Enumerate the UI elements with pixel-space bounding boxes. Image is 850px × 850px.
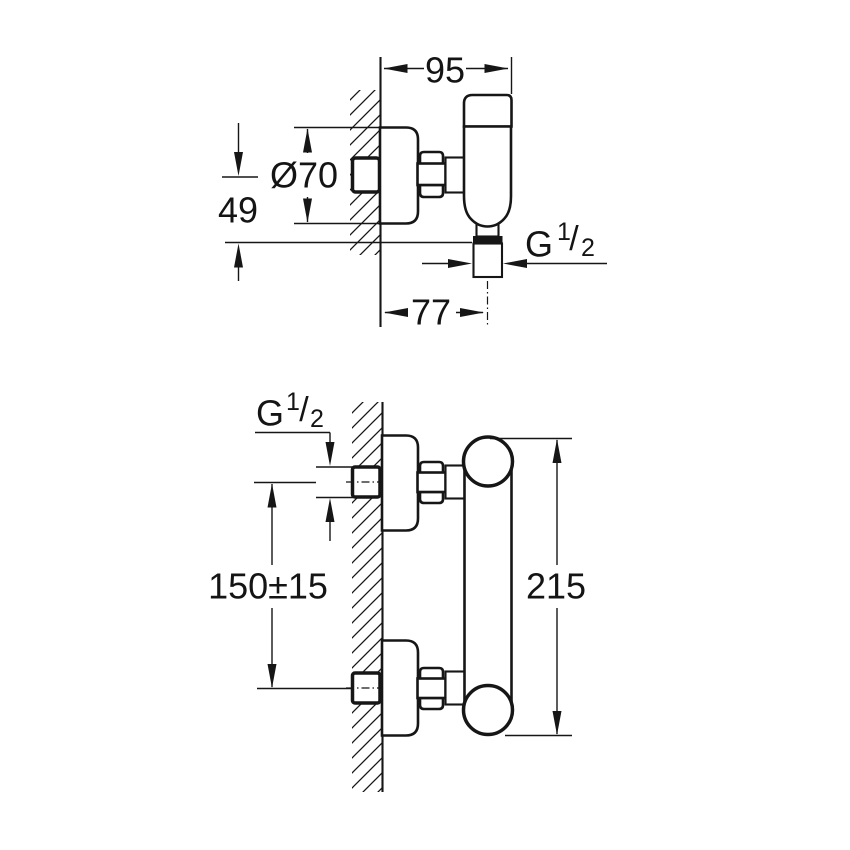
hex-nut-bottom: [416, 666, 447, 711]
valve-body: [462, 125, 513, 228]
outlet-collar: [473, 236, 503, 244]
arrowhead-up: [303, 128, 312, 153]
hex-nut-middle-facet: [416, 162, 447, 187]
arrowhead-down: [234, 152, 243, 176]
hex-nut-top-facet: [418, 666, 445, 681]
dim-label-150: 150±15: [208, 566, 328, 607]
dim-label-diameter-70: Ø70: [270, 155, 338, 196]
hex-nut-middle-facet: [416, 677, 447, 700]
arrowhead-down: [552, 711, 562, 735]
dim-diameter-70: Ø70: [270, 126, 380, 225]
body-connector-top: [444, 464, 466, 500]
escutcheon: [378, 126, 420, 225]
dim-label-215: 215: [526, 566, 586, 607]
wall-union-connector: [350, 156, 382, 194]
arrowhead-right: [448, 259, 472, 268]
hex-nut-top-facet: [418, 460, 445, 475]
hex-nut-bottom-facet: [418, 183, 445, 199]
body-column-fill: [464, 461, 512, 710]
dim-label-49: 49: [218, 190, 258, 231]
body-top-cap: [462, 93, 513, 128]
arrowhead-up: [552, 439, 562, 463]
dim-depth-77: 77: [384, 292, 484, 333]
hex-nut-top-facet: [418, 150, 445, 166]
wall-hatching: [352, 402, 383, 792]
thread-label-slash: /: [569, 220, 579, 258]
hex-nut: [416, 150, 447, 199]
arrowhead-left: [383, 64, 408, 73]
fixture-side-view: [350, 93, 513, 327]
arrowhead-left: [384, 308, 408, 317]
arrowhead-down: [267, 664, 277, 688]
dim-outlet-thread: G 1 / 2: [422, 218, 607, 268]
escutcheon-top: [380, 434, 420, 532]
hex-nut-top: [416, 460, 447, 505]
top-view: 95 Ø70 49 G 1: [218, 50, 607, 333]
dim-inlet-center-distance: 150±15: [208, 481, 353, 690]
thread-label-numerator: 1: [557, 218, 571, 246]
arrowhead-up: [234, 243, 243, 268]
thread-label-denominator: 2: [310, 405, 324, 433]
dim-width-95: 95: [383, 50, 513, 94]
thread-label-denominator: 2: [581, 234, 595, 262]
dim-offset-49: 49: [218, 123, 472, 281]
arrowhead-down: [303, 198, 312, 223]
dim-label-95: 95: [425, 50, 465, 91]
dim-body-height: 215: [490, 437, 586, 737]
arrowhead-up: [325, 498, 335, 522]
arrowhead-right: [460, 308, 484, 317]
body-bottom-cap-circle: [461, 683, 515, 737]
body-connector-bottom: [444, 670, 466, 706]
outlet-pipe: [472, 242, 504, 279]
thread-label-numerator: 1: [286, 388, 300, 416]
hex-nut-bottom-facet: [418, 490, 445, 505]
hex-nut-middle-facet: [416, 471, 447, 494]
arrowhead-down: [325, 442, 335, 466]
body-top-cap-circle: [461, 435, 515, 488]
escutcheon-bottom: [380, 639, 420, 737]
dim-label-77: 77: [411, 292, 451, 333]
bottom-view: G 1 / 2 150±15: [208, 388, 586, 792]
fixture-front-view: [346, 434, 515, 737]
thread-label-g: G: [256, 393, 284, 434]
body-connector: [444, 156, 466, 194]
thread-label-slash: /: [299, 391, 309, 429]
arrowhead-left: [503, 259, 527, 268]
arrowhead-right: [484, 64, 509, 73]
dim-inlet-thread: G 1 / 2: [255, 388, 353, 541]
thread-label-g: G: [525, 224, 553, 265]
wall-section-bottom: [352, 402, 384, 792]
hex-nut-bottom-facet: [418, 696, 445, 711]
arrowhead-up: [267, 483, 277, 508]
